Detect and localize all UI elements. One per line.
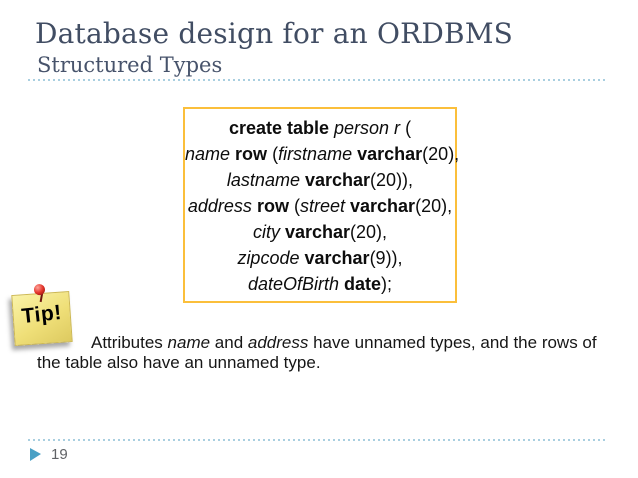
text-segment: Attributes [91,333,168,352]
header-divider [28,79,608,81]
text-segment: varchar [350,196,416,216]
text-segment: (20), [415,196,453,216]
text-segment: ); [381,274,393,294]
text-segment: firstname [278,144,353,164]
text-segment: street [299,196,345,216]
text-segment: row [256,196,289,216]
text-segment: dateOfBirth [247,274,339,294]
text-segment: ( [288,196,300,216]
text-segment: and [210,333,248,352]
text-segment: person r [334,118,401,138]
text-segment: create table [228,118,329,138]
text-segment: lastname [226,170,300,190]
sql-create-table-box: create table person r (name row (firstna… [183,107,459,303]
text-segment: (9)), [369,248,403,268]
text-segment: address [187,196,252,216]
slide-title: Database design for an ORDBMS [35,17,514,50]
pushpin-head [33,283,46,296]
text-segment: city [252,222,280,242]
slide-subtitle: Structured Types [37,53,223,77]
footer-divider [28,439,608,441]
text-segment: (20), [422,144,460,164]
code-line: address row (street varchar(20), [185,193,455,219]
note-paragraph: Attributes name and address have unnamed… [37,333,605,373]
text-segment: varchar [284,222,351,242]
code-line: zipcode varchar(9)), [185,245,455,271]
code-line: lastname varchar(20)), [185,167,455,193]
text-segment: ( [267,144,279,164]
text-segment: (20), [350,222,388,242]
code-line: city varchar(20), [185,219,455,245]
text-segment: address [247,333,309,352]
text-segment: name [185,144,231,164]
text-segment: zipcode [237,248,300,268]
text-segment: row [235,144,268,164]
text-segment: have unnamed types, and the rows of the … [37,333,597,372]
text-segment: (20)), [370,170,414,190]
text-segment: ( [400,118,412,138]
text-segment: date [344,274,382,294]
code-line: create table person r ( [185,115,455,141]
page-bullet-triangle-icon [30,448,41,461]
text-segment: varchar [304,170,371,190]
page-number: 19 [51,446,68,463]
text-segment: varchar [357,144,423,164]
pushpin-icon [32,283,49,303]
text-segment: name [167,333,211,352]
code-line: name row (firstname varchar(20), [185,141,459,167]
code-line: dateOfBirth date); [185,271,455,297]
text-segment: varchar [304,248,370,268]
tip-label: Tip! [20,300,63,329]
